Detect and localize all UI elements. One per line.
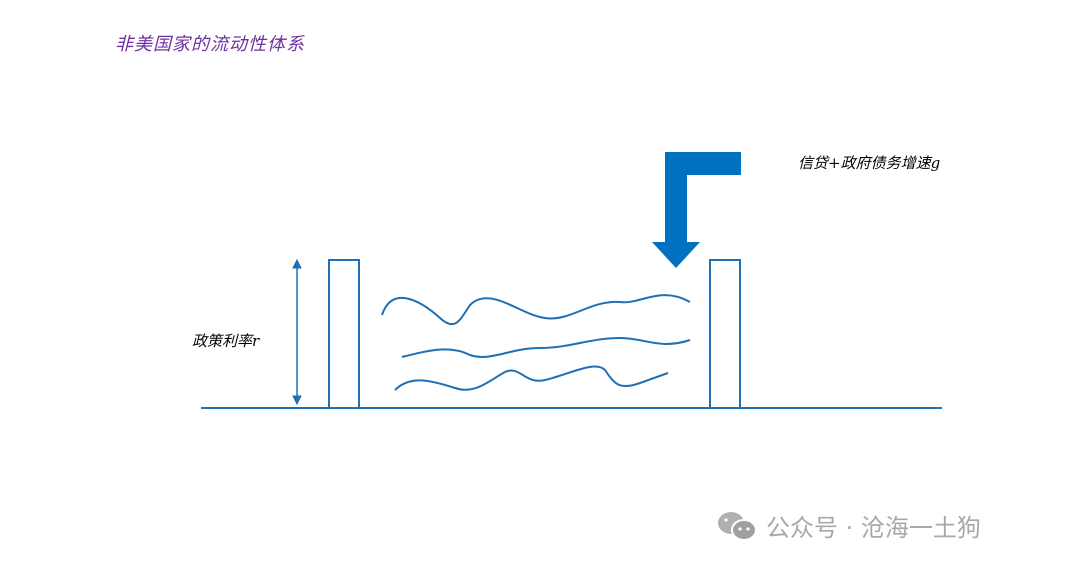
- liquidity-wave-middle: [401, 336, 691, 358]
- liquidity-wave-top: [381, 294, 691, 325]
- watermark: 公众号 · 沧海一土狗: [716, 508, 981, 543]
- left-wall: [328, 259, 360, 409]
- right-wall: [709, 259, 741, 409]
- wechat-icon: [718, 511, 757, 541]
- policy-rate-double-arrow: [292, 258, 302, 406]
- policy-rate-label: 政策利率r: [192, 332, 260, 350]
- inflow-bent-arrow: [652, 152, 741, 268]
- growth-label: 信贷+政府债务增速g: [798, 154, 941, 172]
- slide-title: 非美国家的流动性体系: [115, 34, 305, 55]
- watermark-text: 公众号 · 沧海一土狗: [766, 514, 981, 542]
- liquidity-wave-bottom: [394, 365, 669, 391]
